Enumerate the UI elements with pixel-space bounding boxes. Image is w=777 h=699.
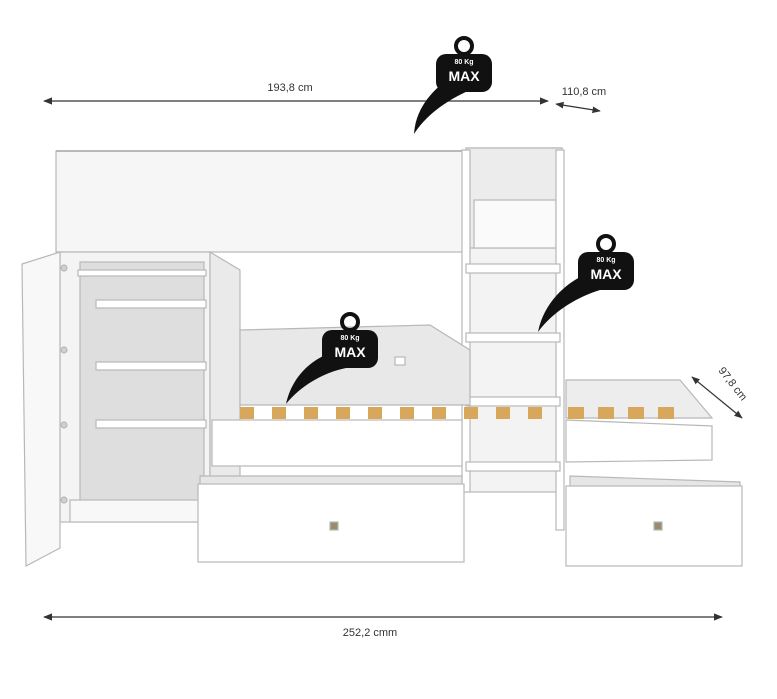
ladder-storage-box	[473, 199, 557, 249]
lower-bed-slat	[272, 407, 286, 419]
badge-middle: 80 Kg MAX	[538, 234, 634, 332]
right-bed-slat	[598, 407, 614, 419]
lower-bed-side	[211, 419, 463, 467]
bed-slats	[240, 407, 674, 419]
lower-bed-slat	[432, 407, 446, 419]
wardrobe-door	[21, 251, 61, 567]
right-bed-slat	[658, 407, 674, 419]
wardrobe-shelf-1	[95, 299, 207, 309]
upper-bed-panel	[55, 150, 465, 253]
badge-top-capacity: 80 Kg	[454, 59, 473, 66]
badge-middle-label: MAX	[590, 266, 622, 282]
lower-bed-slat	[464, 407, 478, 419]
badge-lower: 80 Kg MAX	[286, 312, 378, 404]
wardrobe-floor	[69, 499, 211, 523]
dimension-top-width: 193,8 cm	[43, 82, 549, 105]
wardrobe-shelf-2	[95, 361, 207, 371]
badge-lower-capacity: 80 Kg	[340, 335, 359, 342]
lower-bed-slat	[336, 407, 350, 419]
top-depth-label: 110,8 cm	[562, 86, 606, 98]
lower-bed-slat	[368, 407, 382, 419]
dimension-top-depth: 110,8 cm	[555, 86, 606, 114]
furniture	[21, 147, 743, 567]
ladder-post-left	[461, 149, 471, 493]
ladder-rung-2	[465, 332, 561, 343]
lower-bed-slat	[304, 407, 318, 419]
ladder-rung-3	[465, 396, 561, 407]
wardrobe-rail	[77, 269, 207, 277]
lower-bed-slat	[528, 407, 542, 419]
total-width-label: 252,2 cmm	[343, 627, 397, 639]
lower-bed-slat	[400, 407, 414, 419]
dimension-total-width: 252,2 cmm	[43, 613, 723, 639]
badge-top-label: MAX	[448, 68, 480, 84]
wardrobe-shelf-3	[95, 419, 207, 429]
badge-middle-capacity: 80 Kg	[596, 257, 615, 264]
ladder-rung-4	[465, 461, 561, 472]
bottom-depth-label: 97,8 cm	[716, 365, 750, 403]
drawer-left-handle	[329, 521, 339, 531]
right-bed-side	[565, 419, 713, 463]
top-width-label: 193,8 cm	[267, 82, 312, 94]
lower-bed-slat	[496, 407, 510, 419]
right-bed-slat	[628, 407, 644, 419]
ladder-rung-1	[465, 263, 561, 274]
drawer-right-handle	[653, 521, 663, 531]
badge-top: 80 Kg MAX	[414, 36, 492, 134]
lower-bed-slat	[240, 407, 254, 419]
badge-lower-label: MAX	[334, 344, 366, 360]
right-bed-slat	[568, 407, 584, 419]
